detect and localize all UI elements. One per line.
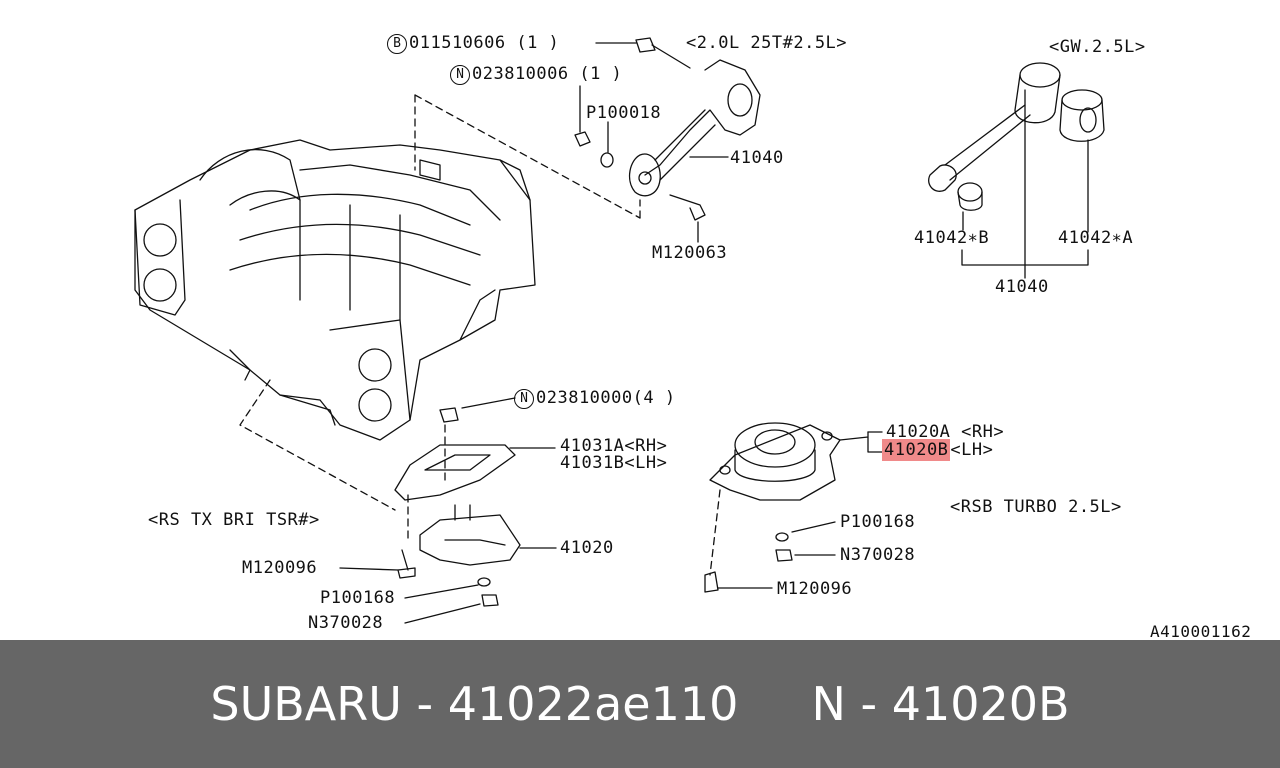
- label-p100168-left: P100168: [320, 588, 396, 608]
- mount-right: [704, 422, 841, 593]
- footer-bar: SUBARU - 41022ae110 N - 41020B: [0, 640, 1280, 768]
- footer-part-numbers: SUBARU - 41022ae110 N - 41020B: [210, 677, 1070, 731]
- label-spec-gw: <GW.2.5L>: [1049, 37, 1146, 57]
- label-p100018: P100018: [586, 103, 662, 123]
- label-41031b: 41031B<LH>: [560, 453, 668, 473]
- marker-b-icon: B: [387, 34, 407, 54]
- label-41040-right: 41040: [995, 277, 1049, 297]
- label-m120096-left: M120096: [242, 558, 318, 578]
- label-41020a: 41020A <RH>: [886, 422, 1005, 442]
- label-p100168-right: P100168: [840, 512, 916, 532]
- torque-rod-top: [574, 37, 761, 221]
- label-n370028-right: N370028: [840, 545, 916, 565]
- label-41040-top: 41040: [730, 148, 784, 168]
- marker-n-icon: N: [450, 65, 470, 85]
- label-m120096-right: M120096: [777, 579, 853, 599]
- guide-lines: [239, 94, 721, 576]
- label-41042a: 41042∗A: [1058, 228, 1134, 248]
- engine-drawing: [134, 139, 536, 441]
- label-41042b: 41042∗B: [914, 228, 990, 248]
- diagram-ref-code: A410001162: [1150, 622, 1252, 641]
- torque-rod-gw: [928, 62, 1105, 279]
- mount-left: [394, 407, 521, 607]
- label-41020b: 41020B: [882, 439, 951, 461]
- label-41031a: 41031A<RH>: [560, 436, 668, 456]
- label-41020b-row: 41020B<LH>: [882, 439, 994, 461]
- leader-lines: [339, 42, 883, 624]
- label-n370028-left: N370028: [308, 613, 384, 633]
- marker-n-icon: N: [514, 389, 534, 409]
- label-spec-rs: <RS TX BRI TSR#>: [148, 510, 320, 530]
- diagram-drawing: [134, 37, 1105, 624]
- label-m120063: M120063: [652, 243, 728, 263]
- label-spec-top: <2.0L 25T#2.5L>: [686, 33, 848, 53]
- label-41020b-side: <LH>: [950, 440, 994, 460]
- label-spec-rsb: <RSB TURBO 2.5L>: [950, 497, 1122, 517]
- label-41020: 41020: [560, 538, 614, 558]
